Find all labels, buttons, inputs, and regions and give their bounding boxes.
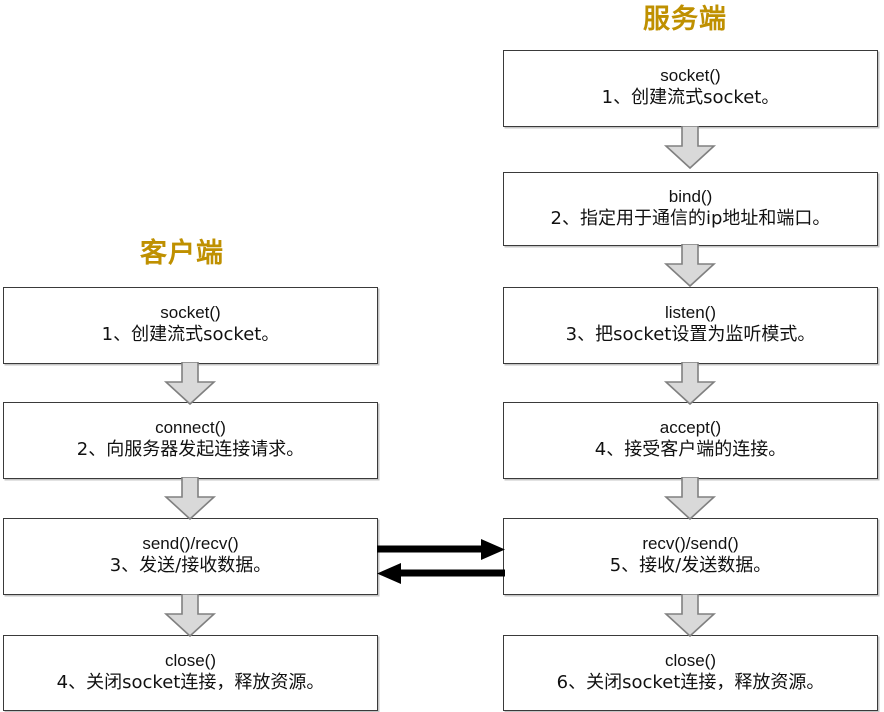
- client-node-close[interactable]: close() 4、关闭socket连接，释放资源。: [3, 635, 378, 711]
- server-node-bind-desc: 2、指定用于通信的ip地址和端口。: [550, 207, 831, 229]
- server-node-recv-send-desc: 5、接收/发送数据。: [609, 555, 772, 577]
- server-node-recv-send-fn: recv()/send(): [642, 534, 739, 554]
- server-column-title: 服务端: [643, 4, 727, 34]
- client-node-send-recv-fn: send()/recv(): [142, 534, 239, 554]
- server-arrow-socket-to-bind: [663, 126, 717, 170]
- client-arrow-send-to-close: [163, 594, 217, 638]
- server-node-recv-send[interactable]: recv()/send() 5、接收/发送数据。: [503, 518, 878, 595]
- server-arrow-recv-to-close: [663, 594, 717, 638]
- server-node-accept[interactable]: accept() 4、接受客户端的连接。: [503, 402, 878, 479]
- server-node-close-desc: 6、关闭socket连接，释放资源。: [556, 671, 825, 693]
- server-arrow-bind-to-listen: [663, 244, 717, 288]
- data-exchange-arrows: [377, 539, 505, 584]
- client-node-close-fn: close(): [164, 650, 216, 670]
- client-column-title: 客户端: [140, 238, 224, 268]
- client-to-server-data-arrow: [377, 539, 505, 560]
- server-node-close[interactable]: close() 6、关闭socket连接，释放资源。: [503, 635, 878, 711]
- server-node-listen-fn: listen(): [664, 303, 716, 323]
- server-node-close-fn: close(): [664, 650, 716, 670]
- server-node-bind[interactable]: bind() 2、指定用于通信的ip地址和端口。: [503, 172, 878, 246]
- client-arrow-connect-to-send: [163, 477, 217, 521]
- client-node-connect-fn: connect(): [155, 418, 226, 438]
- client-arrow-socket-to-connect: [163, 362, 217, 406]
- client-node-connect[interactable]: connect() 2、向服务器发起连接请求。: [3, 402, 378, 479]
- server-node-socket-fn: socket(): [660, 66, 721, 86]
- server-node-socket[interactable]: socket() 1、创建流式socket。: [503, 50, 878, 127]
- server-arrow-accept-to-recv: [663, 477, 717, 521]
- client-node-socket-fn: socket(): [160, 303, 221, 323]
- server-arrow-listen-to-accept: [663, 362, 717, 406]
- client-node-send-recv-desc: 3、发送/接收数据。: [109, 555, 272, 577]
- client-node-send-recv[interactable]: send()/recv() 3、发送/接收数据。: [3, 518, 378, 595]
- server-node-listen[interactable]: listen() 3、把socket设置为监听模式。: [503, 287, 878, 364]
- server-node-socket-desc: 1、创建流式socket。: [601, 87, 780, 109]
- client-node-socket[interactable]: socket() 1、创建流式socket。: [3, 287, 378, 364]
- client-node-connect-desc: 2、向服务器发起连接请求。: [76, 439, 305, 461]
- client-node-socket-desc: 1、创建流式socket。: [101, 324, 280, 346]
- server-node-accept-fn: accept(): [659, 418, 722, 438]
- server-node-listen-desc: 3、把socket设置为监听模式。: [565, 324, 816, 346]
- client-node-close-desc: 4、关闭socket连接，释放资源。: [56, 671, 325, 693]
- server-node-bind-fn: bind(): [668, 186, 713, 206]
- server-to-client-data-arrow: [377, 563, 505, 584]
- server-node-accept-desc: 4、接受客户端的连接。: [594, 439, 787, 461]
